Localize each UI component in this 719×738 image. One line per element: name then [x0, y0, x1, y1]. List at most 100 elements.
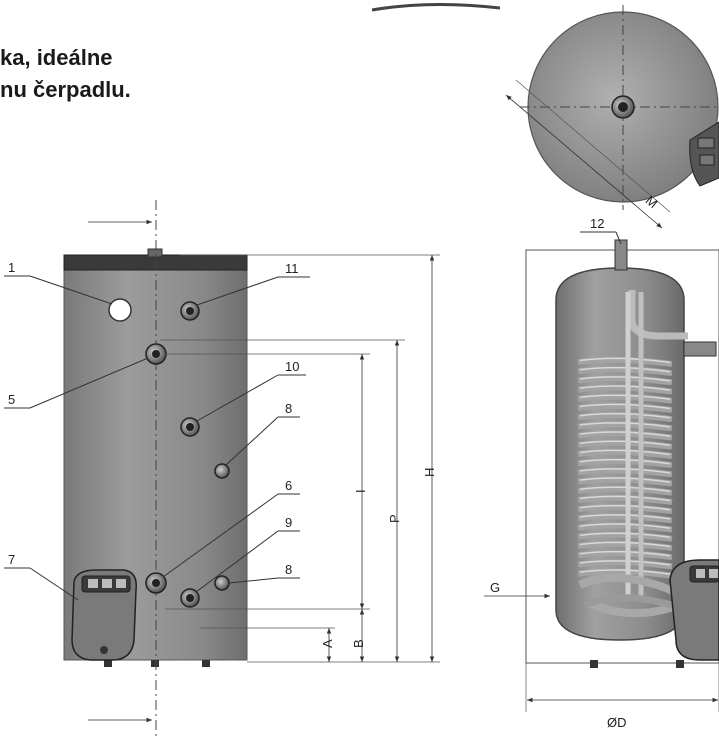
tank-foot-3	[202, 660, 210, 667]
coil-turn	[577, 356, 673, 367]
coil-turn	[577, 476, 673, 487]
leader-8a	[225, 416, 279, 466]
coil-turn-highlight	[579, 458, 671, 465]
coil-turn	[577, 504, 673, 515]
coil-turn	[577, 531, 673, 542]
coil-turn	[577, 494, 673, 505]
controller-top-view	[689, 121, 719, 187]
front-view: 1 5 7 11 10 8 6 9 8	[4, 200, 440, 738]
coil-turn	[577, 568, 673, 579]
coil-turn-highlight	[579, 422, 671, 428]
callout-11: 11	[285, 261, 299, 276]
top-view: M	[371, 2, 719, 229]
coil-turn-highlight	[579, 550, 671, 557]
coil-turn	[577, 412, 673, 423]
heading-line-1: ka, ideálne	[0, 45, 113, 70]
tank-foot-1	[104, 660, 112, 667]
coil-turn	[577, 522, 673, 533]
port-1-flange	[108, 298, 132, 322]
coil-turn-highlight	[579, 394, 671, 401]
port-8-lower	[214, 575, 230, 591]
callout-10: 10	[285, 359, 299, 374]
coil-turn-highlight	[579, 366, 671, 373]
coil-turn-highlight	[579, 532, 671, 539]
coil-turn	[577, 430, 673, 441]
dim-i-label: I	[353, 489, 368, 493]
leader-11	[196, 276, 279, 306]
callout-9: 9	[285, 515, 292, 530]
coil-turn	[577, 559, 673, 570]
tank-foot-2	[151, 660, 159, 667]
section-side-port	[683, 341, 717, 357]
port-9-core	[186, 594, 194, 602]
callout-12: 12	[590, 216, 604, 231]
coil-turn	[577, 540, 673, 551]
dim-p-label: P	[387, 514, 402, 523]
coil-turn	[577, 439, 673, 450]
section-foot-2	[676, 660, 684, 668]
coil-turn	[577, 393, 673, 404]
top-view-fragment	[371, 2, 501, 12]
heater-controller	[71, 569, 137, 661]
coil-turn-highlight	[579, 486, 671, 493]
callout-6: 6	[285, 478, 292, 493]
leader-8b	[228, 577, 279, 584]
port-11-core	[186, 307, 194, 315]
coil-turn-highlight	[579, 495, 671, 502]
section-view: 12 G	[484, 216, 719, 730]
coil-turn	[577, 448, 673, 459]
coil-turn-highlight	[579, 412, 671, 419]
coil-turn-highlight	[579, 569, 671, 575]
leader-9	[195, 530, 279, 593]
coil-turn-highlight	[579, 560, 671, 566]
leader-6	[162, 493, 279, 578]
heading-text: ka, ideálne nu čerpadlu.	[0, 42, 131, 106]
tank-top-fitting	[147, 248, 163, 258]
coil-turn	[577, 375, 673, 386]
coil-turn	[577, 458, 673, 469]
section-heater-controller	[669, 559, 719, 661]
heading-line-2: nu čerpadlu.	[0, 77, 131, 102]
coil-turn-highlight	[579, 376, 671, 382]
coil-turn	[577, 384, 673, 395]
top-port-core	[618, 102, 628, 112]
section-heating-coil	[577, 356, 673, 579]
section-top-connection	[614, 239, 628, 271]
port-10-core	[186, 423, 194, 431]
bottom-coil-loop-2	[583, 594, 676, 610]
leader-1	[29, 275, 113, 305]
dim-b-label: B	[351, 639, 366, 648]
leader-7	[29, 567, 79, 601]
coil-turn	[577, 467, 673, 478]
leader-5	[29, 357, 149, 409]
coil-turn-highlight	[579, 440, 671, 447]
coil-turn-highlight	[579, 357, 671, 364]
callout-5: 5	[8, 392, 15, 407]
callout-8-lower: 8	[285, 562, 292, 577]
coil-turn	[577, 402, 673, 413]
port-6-core	[152, 579, 160, 587]
port-8-upper	[214, 463, 230, 479]
coil-turn	[577, 550, 673, 561]
coil-turn-highlight	[579, 468, 671, 474]
coil-turn	[577, 421, 673, 432]
coil-turn	[577, 485, 673, 496]
section-foot-1	[590, 660, 598, 668]
coil-turn	[577, 366, 673, 377]
dim-d-label: ØD	[607, 715, 627, 730]
coil-turn	[577, 513, 673, 524]
dim-h-label: H	[422, 468, 437, 477]
coil-turn-highlight	[579, 504, 671, 511]
dim-m-line	[505, 94, 663, 229]
callout-7: 7	[8, 552, 15, 567]
callout-8-upper: 8	[285, 401, 292, 416]
coil-turn-highlight	[579, 514, 671, 520]
coil-turn-highlight	[579, 449, 671, 456]
callout-1: 1	[8, 260, 15, 275]
dim-a-label: A	[320, 639, 335, 648]
coil-turn-highlight	[579, 477, 671, 483]
coil-turn-highlight	[579, 403, 671, 410]
coil-turn-highlight	[579, 523, 671, 529]
